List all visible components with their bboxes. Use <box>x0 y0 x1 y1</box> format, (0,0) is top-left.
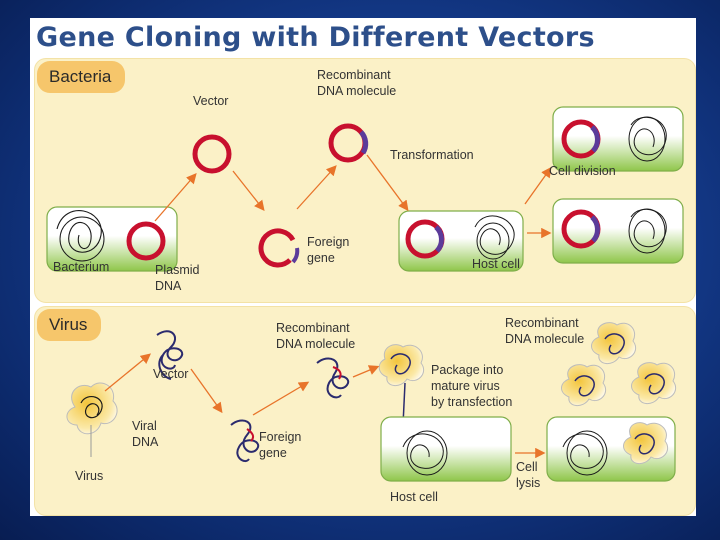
label-vector: Vector <box>153 367 189 381</box>
label-foreign-gene: Foreign gene <box>307 235 350 265</box>
bacteria-arrows <box>154 154 552 239</box>
arrow-virus-to-vector <box>104 353 152 392</box>
vector-dna <box>156 330 184 380</box>
virus-arrows <box>104 353 546 459</box>
daughter-cell-bottom <box>552 198 684 264</box>
daughter-cell-top <box>552 106 684 172</box>
virus-badge: Virus <box>37 309 102 341</box>
slide: Gene Cloning with Different Vectors Bact… <box>30 18 696 516</box>
label-viral-dna: Viral DNA <box>132 419 159 449</box>
bacteria-panel: Bacteria <box>34 58 696 303</box>
label-recombinant-right: Recombinant DNA molecule <box>505 316 585 346</box>
bacteria-diagram <box>46 106 684 272</box>
recombinant-plasmid <box>328 123 369 163</box>
lysed-cell <box>546 416 676 482</box>
label-package: Package into mature virus by transfectio… <box>431 363 513 409</box>
recombinant-dna-left <box>316 357 350 399</box>
virus-host-cell <box>380 416 512 482</box>
virus-particle <box>66 382 118 457</box>
label-recombinant: Recombinant DNA molecule <box>317 68 397 98</box>
label-transformation: Transformation <box>390 148 474 162</box>
arrow-host-to-daughter-top <box>524 166 552 205</box>
label-host-cell: Host cell <box>472 257 520 271</box>
released-viruses <box>561 322 677 406</box>
label-plasmid: Plasmid DNA <box>155 263 200 293</box>
label-virus: Virus <box>75 469 104 483</box>
bacteria-badge: Bacteria <box>37 61 126 93</box>
cut-plasmid <box>258 228 300 268</box>
label-vector: Vector <box>193 94 229 108</box>
slide-title: Gene Cloning with Different Vectors <box>36 22 595 53</box>
arrow-vector-to-foreign <box>190 368 223 414</box>
host-cell <box>398 210 524 272</box>
arrow-cut-to-recombinant <box>296 165 337 210</box>
arrow-vector-to-cut <box>232 170 265 212</box>
plasmid-ring <box>126 221 166 261</box>
label-foreign-gene: Foreign gene <box>259 430 302 460</box>
arrow-bacterium-to-vector <box>154 173 197 222</box>
arrow-foreign-to-recombinant <box>252 381 310 416</box>
vector-plasmid <box>192 134 232 174</box>
packaged-virus <box>378 344 425 426</box>
virus-diagram <box>66 322 677 482</box>
label-recombinant-left: Recombinant DNA molecule <box>276 321 356 351</box>
foreign-gene-dna <box>230 419 260 463</box>
label-cell-lysis: Cell lysis <box>516 460 541 490</box>
arrow-recombinant-to-package <box>352 365 380 378</box>
virus-panel: Virus <box>34 306 696 516</box>
label-host-cell: Host cell <box>390 490 438 504</box>
arrow-recombinant-to-host <box>366 154 409 212</box>
label-cell-division: Cell division <box>549 164 616 178</box>
label-bacterium: Bacterium <box>53 260 110 274</box>
